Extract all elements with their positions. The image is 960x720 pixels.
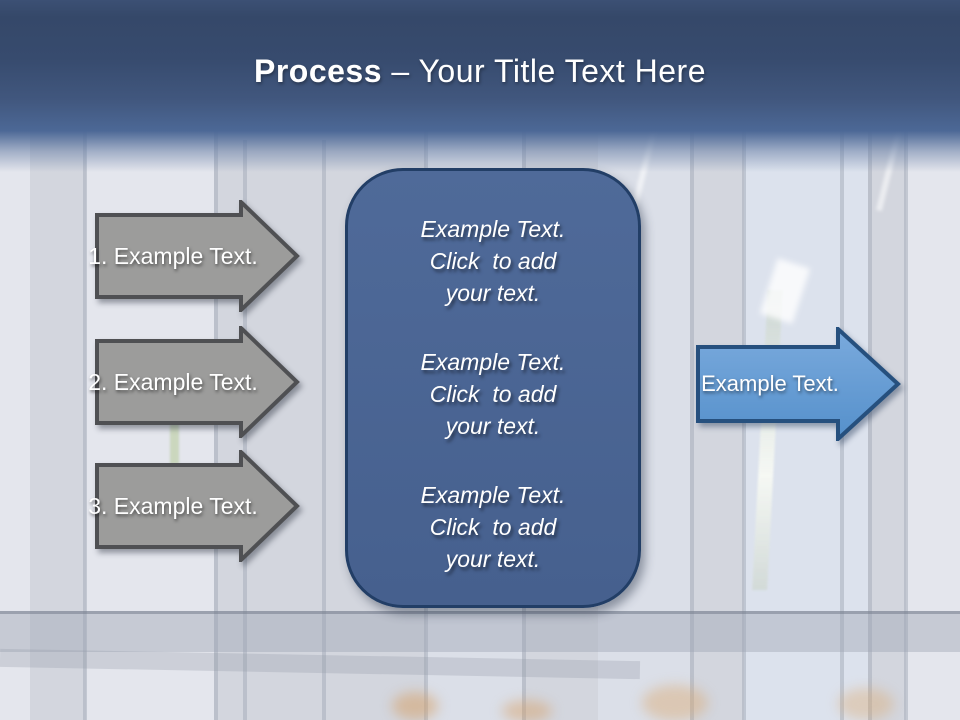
step-label[interactable]: 2. Example Text. — [88, 368, 258, 395]
panel-text-block-1[interactable]: Example Text. Click to add your text. — [362, 213, 624, 309]
right-arrow-shape-icon — [696, 327, 901, 441]
title-band — [0, 0, 960, 172]
step-arrow-2[interactable]: 2. Example Text. — [88, 326, 301, 438]
right-arrow-shape-icon — [95, 326, 300, 438]
step-arrow-1[interactable]: 1. Example Text. — [88, 200, 301, 312]
step-label[interactable]: 1. Example Text. — [88, 242, 258, 269]
center-text-panel[interactable]: Example Text. Click to add your text. Ex… — [345, 168, 641, 608]
bg-texture — [690, 130, 694, 720]
panel-text-line: Click to add — [429, 248, 557, 274]
step-label[interactable]: 3. Example Text. — [88, 492, 258, 519]
bg-beam — [0, 648, 641, 680]
bg-glass-highlight — [759, 258, 811, 324]
panel-text-block-3[interactable]: Example Text. Click to add your text. — [362, 479, 624, 575]
bg-texture — [904, 130, 908, 720]
page-title-rest: – Your Title Text Here — [391, 53, 706, 89]
panel-text-line: Example Text. — [420, 216, 566, 242]
right-arrow-shape-icon — [95, 200, 300, 312]
bg-warm-glow — [392, 692, 438, 720]
bg-warm-glow — [642, 685, 708, 720]
page-title-keyword: Process — [253, 53, 392, 89]
panel-text-line: your text. — [445, 546, 541, 572]
panel-text-line: Click to add — [429, 514, 557, 540]
panel-text-line: your text. — [445, 280, 541, 306]
result-arrow[interactable]: Example Text. — [696, 327, 902, 441]
right-arrow-shape-icon — [95, 450, 300, 562]
panel-text-line: Example Text. — [420, 482, 566, 508]
panel-text-block-2[interactable]: Example Text. Click to add your text. — [362, 346, 624, 442]
page-title[interactable]: Process – Your Title Text Here — [0, 53, 960, 90]
panel-text-line: your text. — [445, 413, 541, 439]
bg-texture — [322, 140, 326, 720]
result-arrow-label[interactable]: Example Text. — [701, 371, 839, 396]
panel-text-line: Click to add — [429, 381, 557, 407]
bg-warm-glow — [838, 688, 894, 720]
bg-beam — [0, 611, 960, 652]
panel-text-line: Example Text. — [420, 349, 566, 375]
bg-warm-glow — [502, 700, 552, 720]
bg-texture — [83, 130, 87, 720]
step-arrow-3[interactable]: 3. Example Text. — [88, 450, 301, 562]
